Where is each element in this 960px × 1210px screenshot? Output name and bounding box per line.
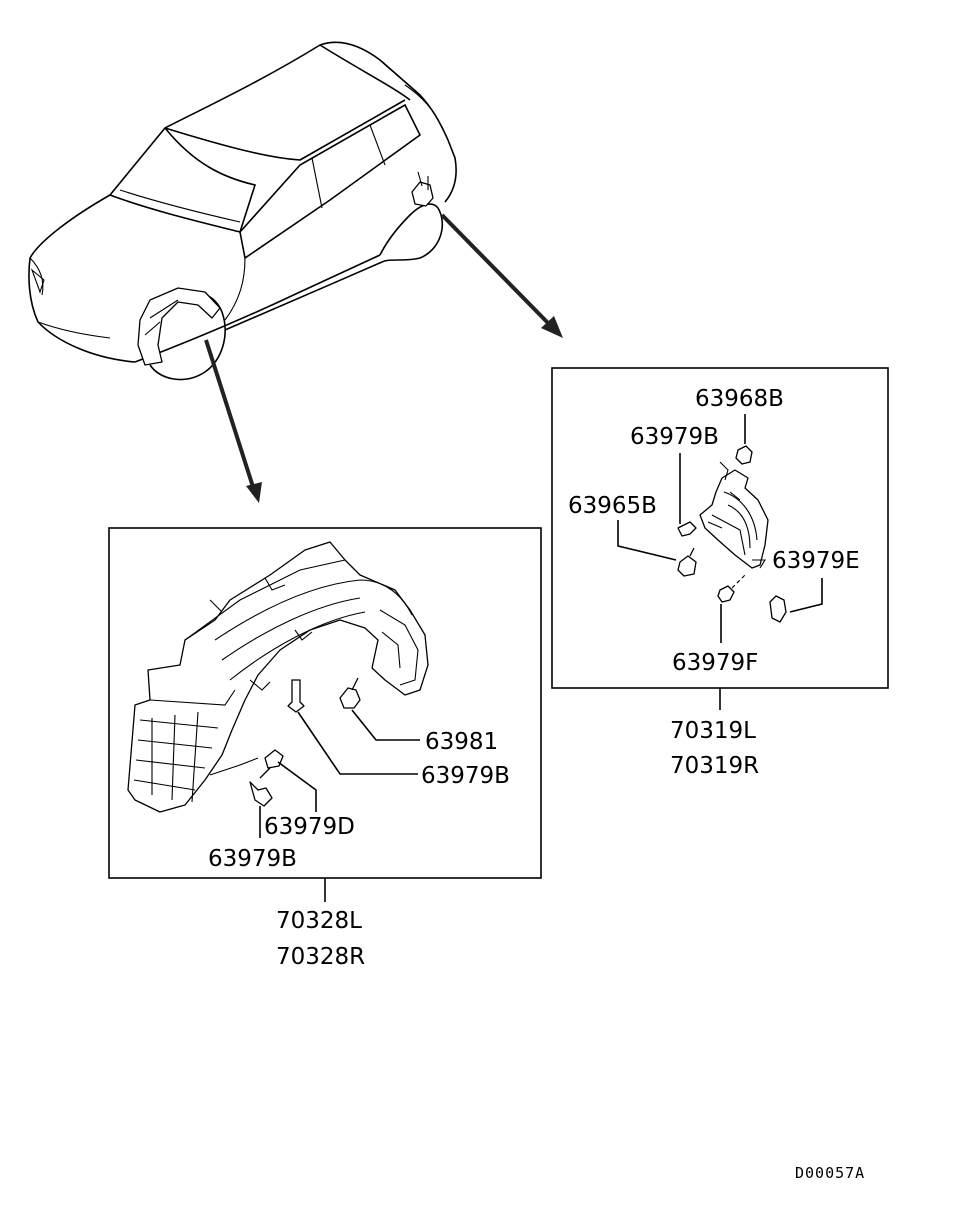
rear-liner-box: 63968B 63979B 63965B 63979E 63979F 70319…: [551, 367, 889, 779]
clip-63979b[interactable]: [677, 521, 697, 537]
label-63979e: 63979E: [772, 548, 860, 574]
label-63979f: 63979F: [672, 650, 758, 676]
nut-63968b[interactable]: [735, 445, 753, 465]
arrow-head-rear: [541, 316, 563, 338]
label-70319l: 70319L: [670, 718, 756, 744]
front-fender-liner[interactable]: [127, 541, 429, 813]
label-63968b: 63968B: [695, 386, 784, 412]
rear-fender-liner[interactable]: [699, 461, 769, 569]
label-63979b-top: 63979B: [421, 763, 510, 789]
arrow-rear-wheel: [440, 213, 552, 327]
screw-63981[interactable]: [339, 677, 361, 709]
front-fasteners: [249, 677, 361, 807]
front-liner-box: 63981 63979B 63979D 63979B 70328L 70328R: [108, 527, 542, 970]
arrow-front-wheel: [204, 339, 256, 491]
clip-63979b-top[interactable]: [287, 679, 305, 713]
label-63979d: 63979D: [264, 814, 355, 840]
label-70328r: 70328R: [276, 944, 365, 970]
clip-63979e[interactable]: [769, 595, 787, 623]
label-63979b: 63979B: [630, 424, 719, 450]
label-70328l: 70328L: [276, 908, 362, 934]
clip-63979f[interactable]: [717, 585, 735, 603]
label-63965b: 63965B: [568, 493, 657, 519]
vehicle-illustration: [28, 41, 457, 381]
pointer-arrows: [204, 213, 563, 503]
diagram-code: D00057A: [795, 1164, 865, 1182]
arrow-head-front: [246, 482, 262, 503]
clip-63979d[interactable]: [259, 749, 284, 779]
label-70319r: 70319R: [670, 753, 759, 779]
rear-leader-lines: [617, 414, 823, 710]
clip-63979b-bottom[interactable]: [249, 781, 273, 807]
label-63979b-bottom: 63979B: [208, 846, 297, 872]
rear-fasteners: [677, 445, 787, 623]
label-63981: 63981: [425, 729, 498, 755]
front-leader-lines: [259, 709, 420, 902]
screw-63965b[interactable]: [677, 547, 697, 577]
